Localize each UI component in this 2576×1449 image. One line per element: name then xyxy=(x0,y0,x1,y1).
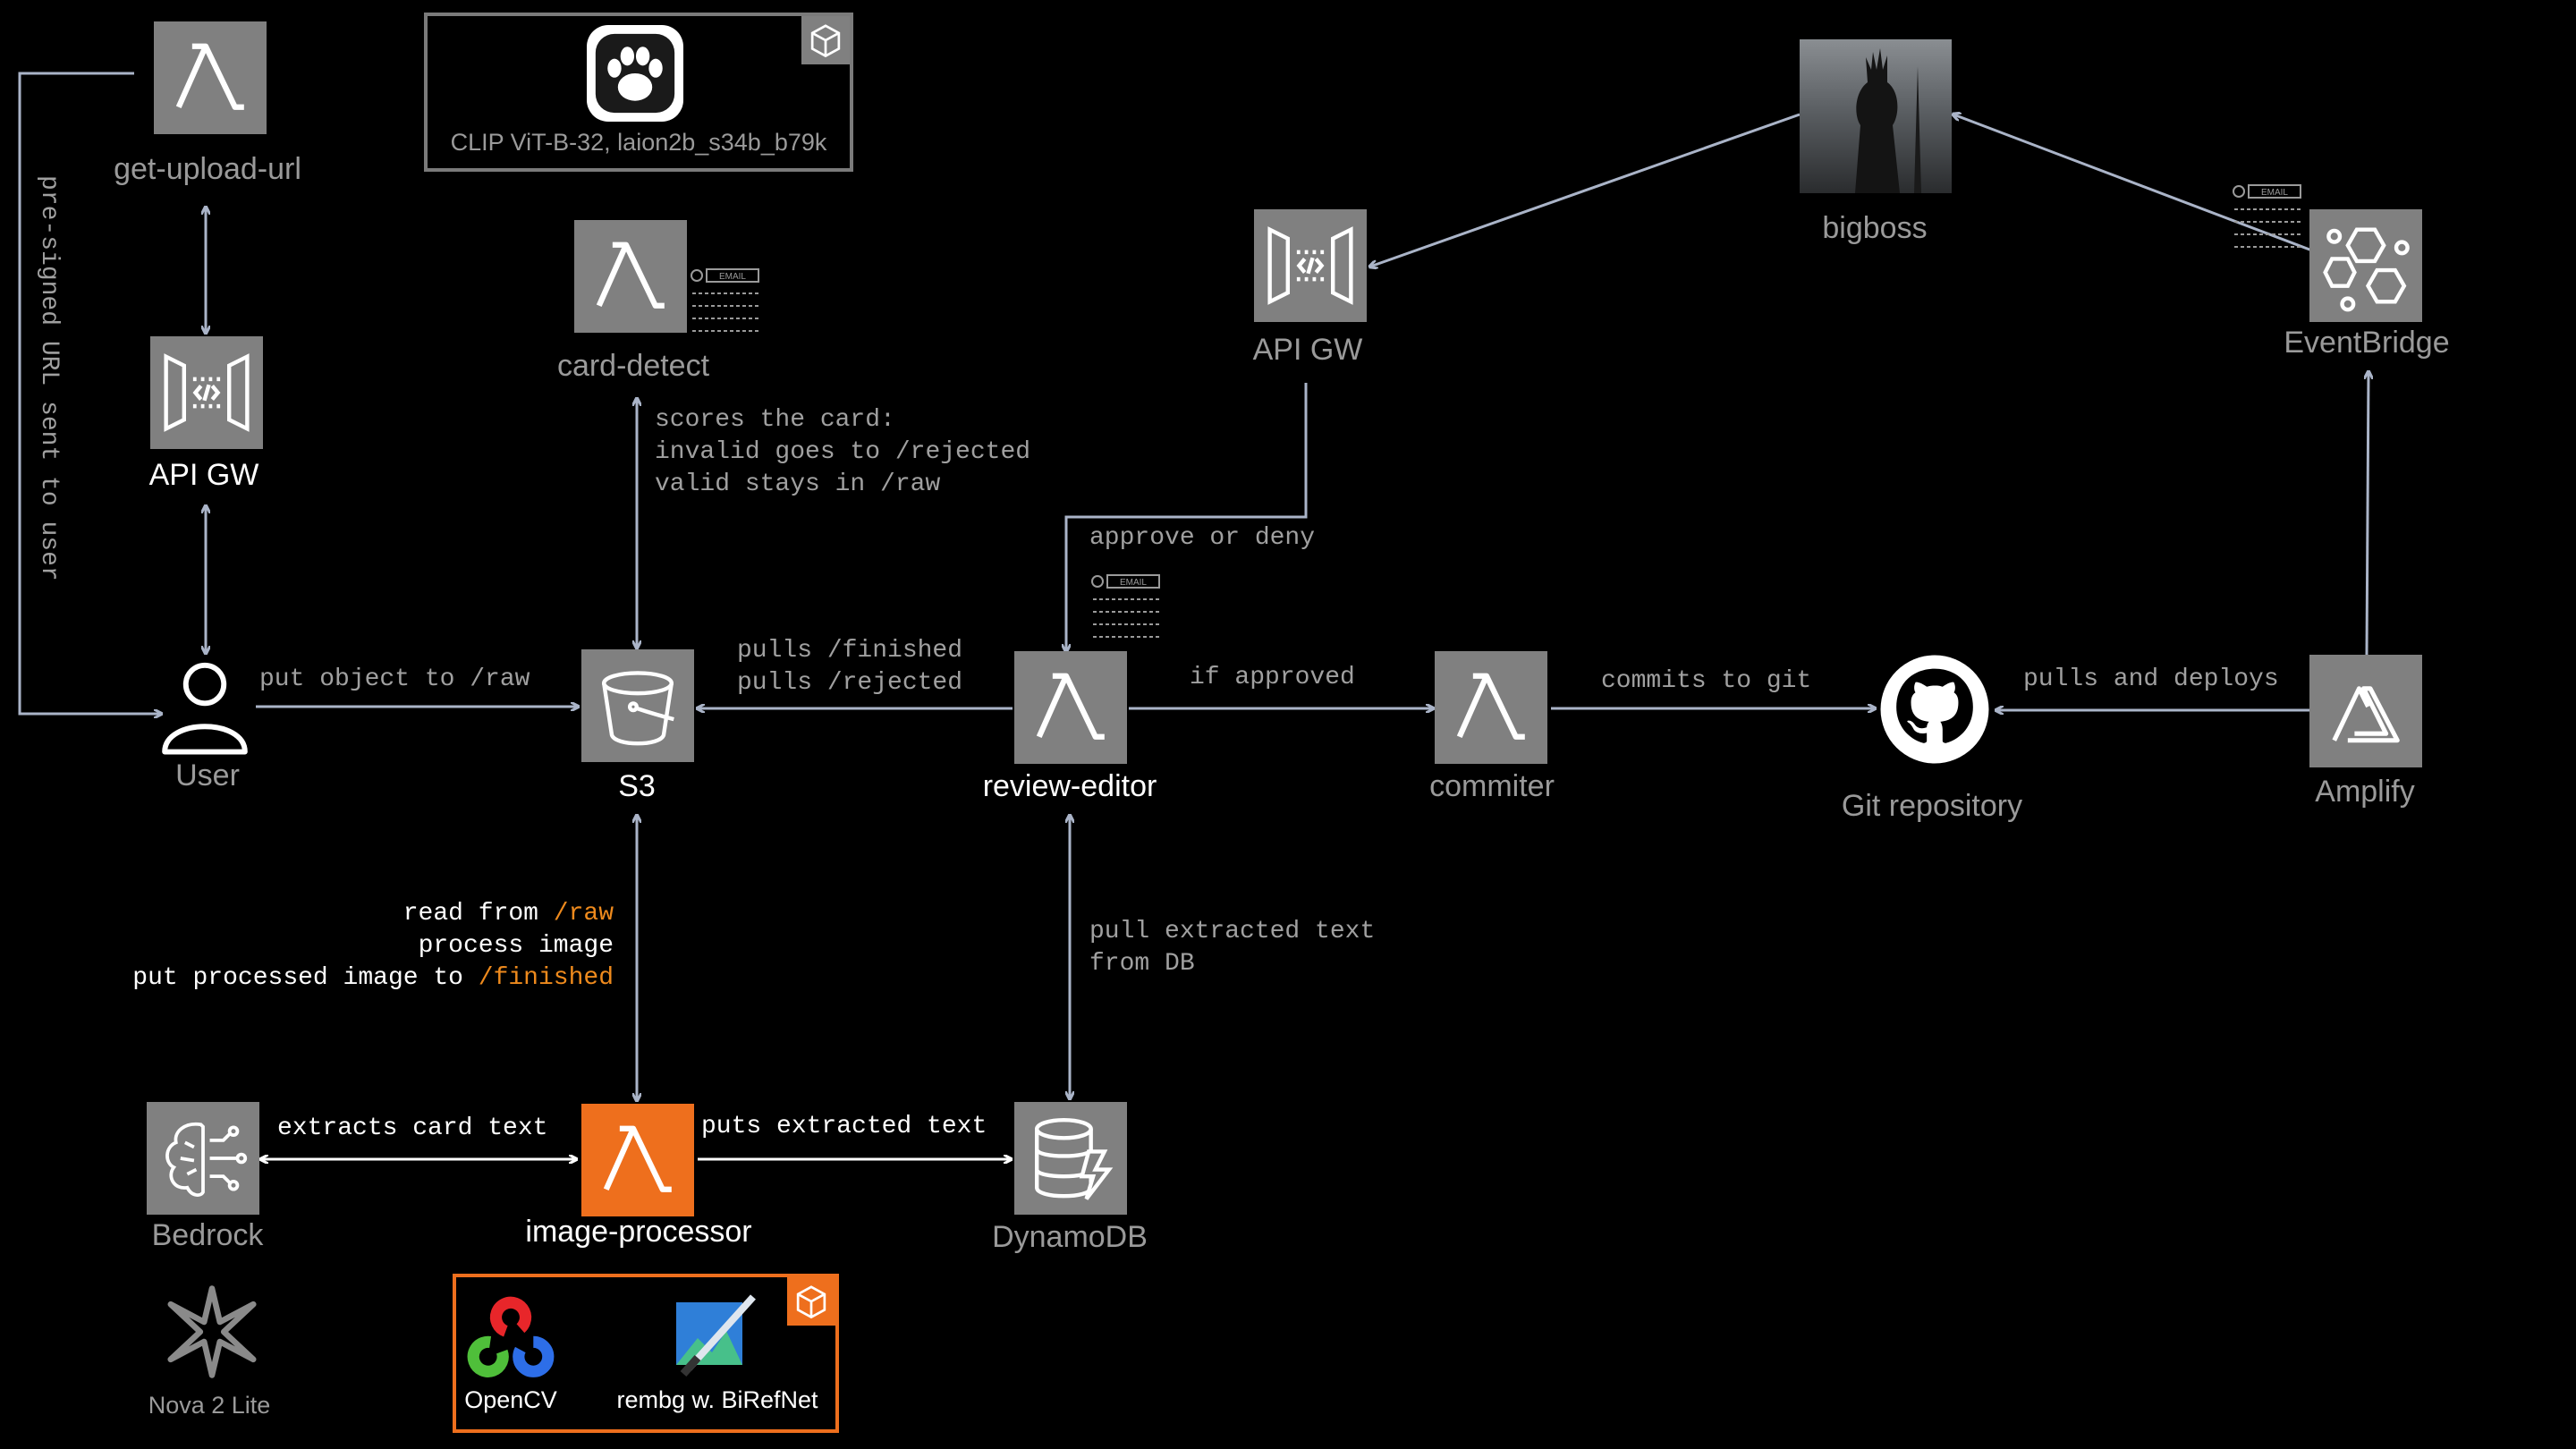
container-badge xyxy=(787,1277,835,1326)
bigboss-figure xyxy=(1855,48,1921,193)
put-object-label: put object to /raw xyxy=(259,665,530,693)
email-badge-icon: EMAIL xyxy=(1091,574,1161,638)
clip-model-container: CLIP ViT-B-32, laion2b_s34b_b79k xyxy=(424,13,853,172)
pull-text-line-2: from DB xyxy=(1089,950,1195,978)
api-gateway-icon xyxy=(164,353,250,432)
nova-star-icon xyxy=(167,1285,257,1378)
pulls-rejected-label: pulls /rejected xyxy=(737,669,963,697)
extracts-label: extracts card text xyxy=(277,1114,548,1142)
commits-label: commits to git xyxy=(1601,667,1812,695)
image-processing-note: read from /raw process image put process… xyxy=(80,898,614,995)
opencv-icon xyxy=(467,1296,555,1377)
s3-bucket-icon xyxy=(601,671,674,746)
eventbridge-icon xyxy=(2323,227,2410,312)
email-badge-text: EMAIL xyxy=(2261,188,2288,198)
api-gw-left-label: API GW xyxy=(148,458,259,492)
review-editor-lambda[interactable] xyxy=(1014,651,1127,764)
dynamodb-icon xyxy=(1034,1117,1114,1200)
edge-eventbridge-bigboss xyxy=(1953,114,2318,254)
amplify-icon xyxy=(2332,686,2400,743)
put-path-label: /finished xyxy=(478,964,614,992)
s3-bucket[interactable] xyxy=(581,649,694,762)
edge-apigw-review xyxy=(1066,383,1308,651)
read-path-label: /raw xyxy=(553,900,614,928)
clip-model-label: CLIP ViT-B-32, laion2b_s34b_b79k xyxy=(450,129,827,156)
put-processed-label: put processed image to xyxy=(132,964,479,992)
lambda-icon xyxy=(1036,673,1105,740)
card-detect-email-badge: EMAIL xyxy=(689,267,762,336)
pulls-deploys-label: pulls and deploys xyxy=(2023,665,2279,693)
container-icon xyxy=(810,24,841,58)
api-gw-right[interactable] xyxy=(1254,209,1367,322)
bedrock-label: Bedrock xyxy=(151,1218,264,1252)
review-email-badge: EMAIL xyxy=(1089,572,1163,642)
user-icon[interactable] xyxy=(152,655,258,760)
image-libs-container: OpenCV rembg w. BiRefNet xyxy=(453,1274,839,1433)
bigboss-label: bigboss xyxy=(1822,211,1928,245)
bedrock-brain-icon xyxy=(165,1122,248,1197)
container-icon xyxy=(796,1285,826,1319)
rembg-label: rembg w. BiRefNet xyxy=(616,1386,818,1413)
lambda-icon xyxy=(596,242,665,309)
user-label: User xyxy=(175,758,240,792)
puts-text-label: puts extracted text xyxy=(701,1113,987,1140)
review-editor-label: review-editor xyxy=(982,769,1157,803)
lambda-icon xyxy=(1456,673,1525,740)
email-badge-text: EMAIL xyxy=(719,272,746,282)
card-detect-lambda[interactable] xyxy=(574,220,687,333)
eventbridge-service[interactable] xyxy=(2309,209,2422,322)
bigboss-avatar[interactable] xyxy=(1800,39,1952,193)
approve-deny-label: approve or deny xyxy=(1089,524,1316,552)
pulls-note: pulls /finished pulls /rejected xyxy=(737,635,962,699)
eventbridge-email-badge: EMAIL xyxy=(2231,182,2304,252)
eventbridge-label: EventBridge xyxy=(2284,326,2450,360)
image-processor-label: image-processor xyxy=(525,1215,752,1249)
nova-label: Nova 2 Lite xyxy=(148,1392,271,1419)
api-gateway-icon xyxy=(1267,226,1353,305)
scores-note-line-1: scores the card: xyxy=(655,406,895,434)
api-gw-left[interactable] xyxy=(150,336,263,449)
edge-presigned-url xyxy=(18,72,161,714)
dynamodb-service[interactable] xyxy=(1014,1102,1127,1215)
amplify-label: Amplify xyxy=(2315,775,2415,809)
lambda-icon xyxy=(603,1125,672,1192)
opencv-label: OpenCV xyxy=(464,1386,557,1413)
scores-note: scores the card: invalid goes to /reject… xyxy=(655,404,1030,501)
email-badge-icon: EMAIL xyxy=(2233,184,2302,248)
amplify-service[interactable] xyxy=(2309,655,2422,767)
api-gw-right-label: API GW xyxy=(1252,333,1363,367)
email-badge-text: EMAIL xyxy=(1120,578,1147,588)
edge-amplify-eventbridge xyxy=(2367,372,2368,656)
read-from-label: read from xyxy=(402,900,554,928)
pull-text-note: pull extracted text from DB xyxy=(1089,916,1375,980)
image-processor-lambda[interactable] xyxy=(581,1104,694,1216)
container-badge xyxy=(801,16,850,64)
dynamodb-label: DynamoDB xyxy=(992,1220,1148,1254)
commiter-lambda[interactable] xyxy=(1435,651,1547,764)
email-badge-icon: EMAIL xyxy=(691,268,760,332)
paw-icon xyxy=(595,33,675,114)
edge-bigboss-apigw xyxy=(1370,113,1801,267)
get-upload-url-lambda[interactable] xyxy=(154,21,267,134)
github-icon[interactable] xyxy=(1878,653,1991,766)
pull-text-line-1: pull extracted text xyxy=(1089,918,1376,945)
card-detect-label: card-detect xyxy=(556,349,710,383)
git-repo-label: Git repository xyxy=(1841,789,2023,823)
paw-app-tile xyxy=(587,25,683,122)
s3-label: S3 xyxy=(618,769,656,803)
presigned-url-label: pre-signed URL sent to user xyxy=(35,175,63,581)
rembg-icon xyxy=(676,1294,756,1377)
lambda-icon xyxy=(175,43,244,110)
if-approved-label: if approved xyxy=(1190,664,1355,691)
get-upload-url-label: get-upload-url xyxy=(114,152,301,186)
pulls-finished-label: pulls /finished xyxy=(737,637,963,665)
commiter-label: commiter xyxy=(1429,769,1555,803)
scores-note-line-2: invalid goes to /rejected xyxy=(655,438,1031,466)
bedrock-service[interactable] xyxy=(147,1102,259,1215)
scores-note-line-3: valid stays in /raw xyxy=(655,470,941,498)
process-image-label: process image xyxy=(418,932,614,960)
